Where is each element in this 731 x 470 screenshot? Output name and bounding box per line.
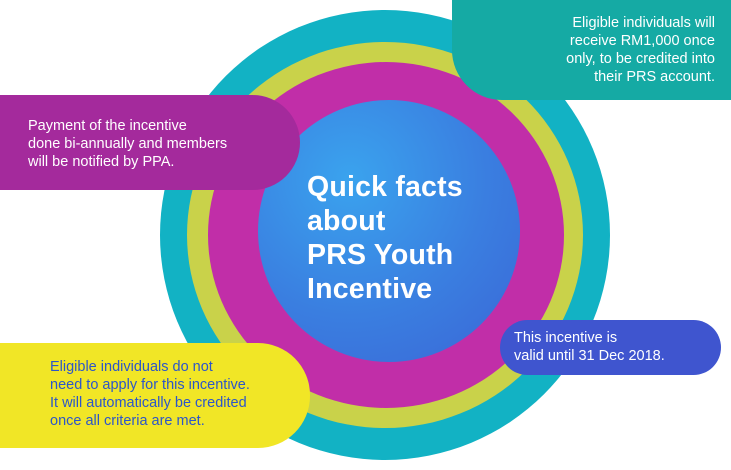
center-circle-blue: [258, 100, 520, 362]
fact-text-line: Eligible individuals do not: [50, 359, 213, 375]
fact-pill-rm1000: Eligible individuals will receive RM1,00…: [452, 0, 731, 100]
fact-text-line: will be notified by PPA.: [28, 154, 175, 170]
fact-text-line: only, to be credited into: [566, 51, 715, 67]
center-title-line: about: [307, 205, 386, 237]
fact-text-line: Payment of the incentive: [28, 118, 187, 134]
fact-text-line: receive RM1,000 once: [569, 33, 715, 49]
center-title-line: PRS Youth: [307, 239, 454, 271]
fact-pill-validity: This incentive is valid until 31 Dec 201…: [500, 320, 721, 375]
fact-text-line: done bi-annually and members: [28, 136, 228, 152]
fact-text-line: once all criteria are met.: [50, 413, 205, 429]
center-title-line: Incentive: [307, 273, 433, 305]
fact-pill-payment: Payment of the incentive done bi-annuall…: [0, 95, 300, 190]
fact-text-line: It will automatically be credited: [50, 395, 247, 411]
fact-text-line: Eligible individuals will: [572, 15, 715, 31]
center-title: Quick facts about PRS Youth Incentive: [307, 170, 527, 306]
fact-text-line: their PRS account.: [594, 69, 715, 85]
fact-text-line: valid until 31 Dec 2018.: [514, 348, 665, 364]
fact-text-line: This incentive is: [514, 330, 618, 346]
center-title-line: Quick facts: [307, 171, 463, 203]
fact-pill-auto-credit: Eligible individuals do not need to appl…: [0, 343, 310, 448]
fact-text-line: need to apply for this incentive.: [50, 377, 250, 393]
